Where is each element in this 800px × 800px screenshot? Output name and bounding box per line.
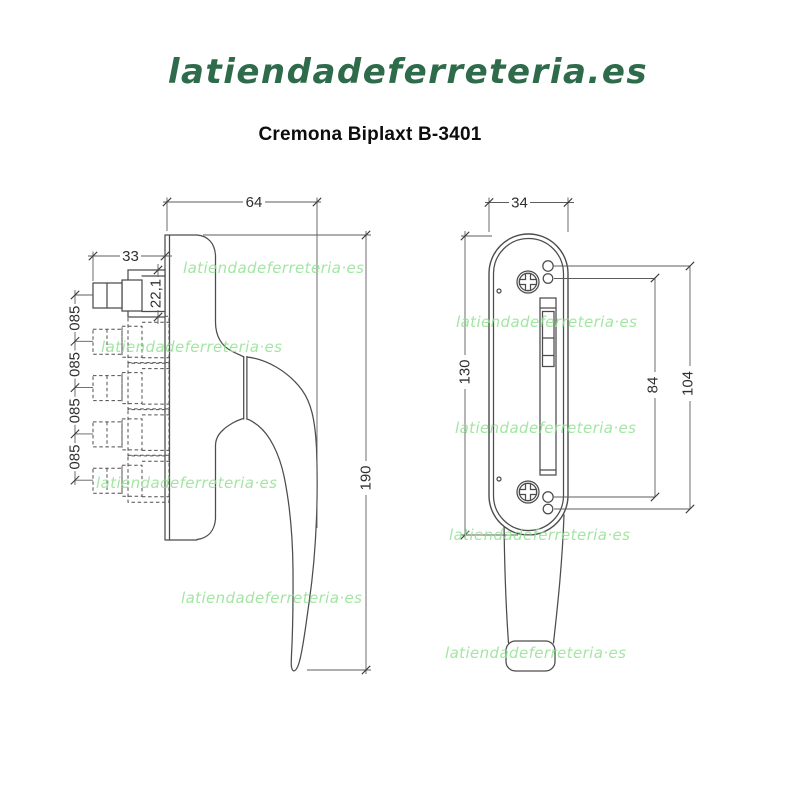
base-plate-side: [164, 234, 198, 541]
dimension-plate-height: 130: [457, 231, 518, 540]
dim-label-130: 130: [457, 359, 474, 384]
dimension-spindle-position-chain: 085 085 085 085: [67, 290, 93, 485]
spindle-collar: [121, 279, 143, 312]
dim-label-84: 84: [645, 377, 662, 394]
dim-label-190: 190: [358, 465, 375, 490]
dim-label-085-1: 085: [67, 306, 84, 331]
latch-slot: [539, 297, 557, 476]
handle-neck-joint: [243, 355, 248, 420]
dim-label-64: 64: [246, 194, 263, 211]
page-title: Cremona Biplaxt B-3401: [258, 124, 482, 145]
spindle-ghost-position-4: [92, 454, 170, 503]
fixing-hole-bottom-inner: [542, 491, 554, 503]
dim-label-085-4: 085: [67, 445, 84, 470]
dim-label-34: 34: [511, 195, 528, 212]
spindle-ghost-position-3: [92, 408, 170, 457]
dimension-hub-height: 22,1: [148, 264, 165, 324]
fixing-hole-top-inner: [542, 273, 554, 284]
escutcheon-body-outline: [196, 234, 245, 541]
brand-logo-text: latiendadeferreteria.es: [167, 52, 649, 92]
plate-outer-outline: [488, 233, 569, 536]
dimension-base-width: 64: [162, 194, 322, 528]
handle-side-view: 64 33 22,1 190: [67, 194, 375, 675]
latch-slider: [541, 310, 555, 368]
spindle-ghost-position-2: [92, 362, 170, 411]
bottom-screw: [516, 480, 540, 504]
dim-label-22-1: 22,1: [148, 279, 165, 308]
front-grip-tip: [505, 640, 556, 672]
dim-label-085-3: 085: [67, 398, 84, 423]
plate-front-view: 34 130 84 104: [457, 195, 697, 672]
lever-grip-outline: [246, 356, 318, 672]
dim-label-33: 33: [122, 248, 139, 265]
fixing-hole-top-outer: [542, 260, 554, 272]
pin-hole-top: [496, 288, 502, 294]
dimension-plate-width: 34: [484, 195, 574, 232]
dimension-overall-height: 190: [203, 230, 375, 675]
front-grip-taper: [503, 514, 565, 644]
phillips-cross-icon: [518, 482, 538, 502]
dimension-hole-spacing-inner: 84: [554, 273, 662, 502]
dimension-spindle-length: 33: [88, 248, 172, 281]
plate-inner-outline: [492, 237, 565, 532]
fixing-hole-bottom-outer: [542, 503, 554, 515]
dim-label-085-2: 085: [67, 352, 84, 377]
dimension-hole-spacing-outer: 104: [554, 261, 697, 514]
pin-hole-bottom: [496, 476, 502, 482]
top-screw: [516, 270, 540, 294]
phillips-cross-icon: [518, 272, 538, 292]
dim-label-104: 104: [680, 371, 697, 396]
